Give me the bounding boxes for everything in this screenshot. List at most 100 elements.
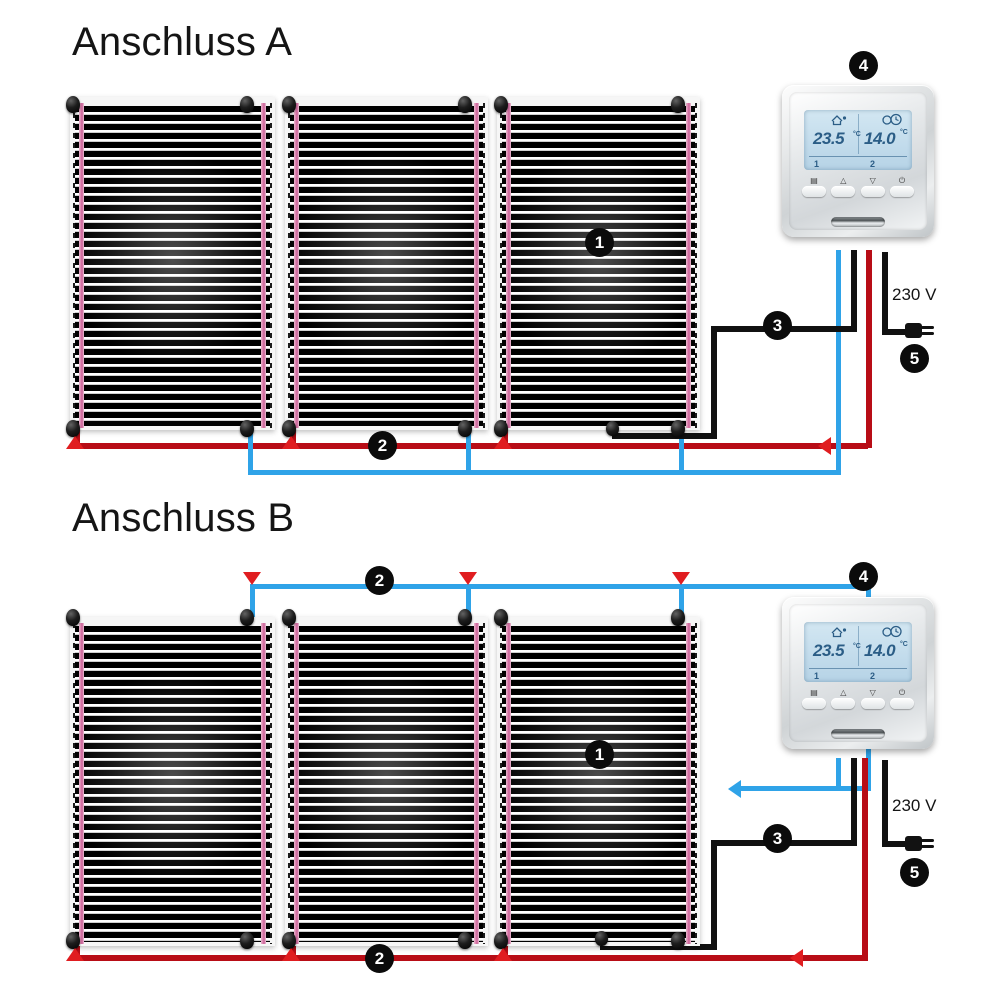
thermostat-b-btn-down-wrap: ▽ bbox=[860, 688, 885, 711]
section-b-blue-from-thermostat bbox=[836, 758, 841, 790]
thermostat-b[interactable]: 23.5 °C 14.0 °C 1 2 ▤ △ ▽ bbox=[782, 597, 934, 749]
thermostat-a-btn-up-wrap: △ bbox=[831, 176, 856, 199]
card-slot-b[interactable] bbox=[831, 729, 885, 739]
lcd-set-unit-a: °C bbox=[900, 129, 908, 136]
thermostat-b-btn-down[interactable] bbox=[860, 698, 885, 709]
clock-program-icon-a bbox=[882, 113, 904, 131]
mat-connector-b-1-tl[interactable] bbox=[66, 609, 80, 626]
mat-connector-a-3-bl[interactable] bbox=[494, 420, 508, 437]
mat-busbar-left-b-3 bbox=[506, 623, 511, 944]
mat-connector-b-3-bl[interactable] bbox=[494, 932, 508, 949]
heating-mat-b-1[interactable] bbox=[70, 617, 275, 946]
section-a-sensor-horizontal-in-mat bbox=[612, 433, 717, 439]
thermostat-b-btn-power-wrap: ⏻ bbox=[889, 688, 914, 711]
lcd-underline-b bbox=[809, 668, 907, 669]
mat-film-a-3 bbox=[502, 106, 695, 426]
mat-busbar-right-a-1 bbox=[261, 103, 266, 428]
mat-connector-b-1-br[interactable] bbox=[240, 932, 254, 949]
mat-connector-b-3-br[interactable] bbox=[671, 932, 685, 949]
heating-mat-a-3[interactable] bbox=[497, 97, 700, 430]
heating-mat-b-2[interactable] bbox=[285, 617, 488, 946]
mat-film-a-1 bbox=[75, 106, 270, 426]
mat-connector-a-2-tr[interactable] bbox=[458, 96, 472, 113]
badge-thermostat-b: 4 bbox=[849, 562, 878, 591]
section-a-mains-vertical bbox=[882, 252, 888, 334]
section-b-mains-horizontal bbox=[882, 841, 910, 847]
menu-book-icon-a: ▤ bbox=[810, 176, 818, 185]
mat-film-b-1 bbox=[75, 626, 270, 942]
mat-connector-b-1-bl[interactable] bbox=[66, 932, 80, 949]
mat-cutline-right-a-1 bbox=[270, 103, 272, 428]
section-b-sensor-to-thermostat bbox=[851, 758, 857, 844]
thermostat-b-btn-power[interactable] bbox=[889, 698, 914, 709]
card-slot-a[interactable] bbox=[831, 217, 885, 227]
mat-connector-b-2-bl[interactable] bbox=[282, 932, 296, 949]
mat-connector-a-3-tr[interactable] bbox=[671, 96, 685, 113]
lcd-right-footer-a: 2 bbox=[870, 159, 876, 169]
thermostat-b-btn-up[interactable] bbox=[831, 698, 856, 709]
section-a-red-riser bbox=[866, 250, 872, 448]
floor-sensor-head-b bbox=[595, 931, 608, 946]
mat-cutline-right-b-3 bbox=[695, 623, 697, 944]
arrow-down-icon-b: ▽ bbox=[869, 688, 876, 697]
arrow-up-icon-a: △ bbox=[840, 176, 847, 185]
section-b-blue-stub-2 bbox=[466, 584, 471, 617]
section-b-mains-vertical bbox=[882, 760, 888, 845]
mains-plug-b bbox=[905, 831, 941, 862]
menu-book-icon-b: ▤ bbox=[810, 688, 818, 697]
house-heat-icon-a bbox=[830, 113, 848, 131]
thermostat-a-btn-power[interactable] bbox=[889, 186, 914, 197]
section-a-sensor-riser bbox=[711, 326, 717, 439]
mat-connector-b-3-tl[interactable] bbox=[494, 609, 508, 626]
mat-connector-a-1-tr[interactable] bbox=[240, 96, 254, 113]
lcd-underline-a bbox=[809, 156, 907, 157]
heating-mat-a-1[interactable] bbox=[70, 97, 275, 430]
section-b-blue-wire-horizontal bbox=[250, 584, 870, 589]
lcd-right-footer-b: 2 bbox=[870, 671, 876, 681]
mat-connector-b-2-br[interactable] bbox=[458, 932, 472, 949]
section-b-red-arrow-3 bbox=[494, 948, 512, 961]
mat-cutline-left-b-3 bbox=[500, 623, 502, 944]
mat-connector-a-3-br[interactable] bbox=[671, 420, 685, 437]
lcd-room-unit-a: °C bbox=[853, 131, 861, 138]
thermostat-a-btn-menu[interactable] bbox=[802, 186, 826, 197]
thermostat-a[interactable]: 23.5 °C 14.0 °C 1 2 ▤ △ ▽ bbox=[782, 85, 934, 237]
mat-connector-a-1-bl[interactable] bbox=[66, 420, 80, 437]
thermostat-a-buttons: ▤ △ ▽ ⏻ bbox=[802, 176, 914, 199]
voltage-label-a: 230 V bbox=[892, 285, 937, 304]
mat-connector-b-3-tr[interactable] bbox=[671, 609, 685, 626]
thermostat-a-btn-down[interactable] bbox=[860, 186, 885, 197]
lcd-set-temp-a: 14.0 bbox=[864, 129, 896, 148]
thermostat-b-btn-menu[interactable] bbox=[802, 698, 826, 709]
mat-busbar-right-a-2 bbox=[474, 103, 479, 428]
lcd-divider-a bbox=[858, 114, 859, 154]
arrow-up-icon-b: △ bbox=[840, 688, 847, 697]
mat-connector-b-2-tr[interactable] bbox=[458, 609, 472, 626]
section-b-red-arrow-1 bbox=[66, 948, 84, 961]
power-icon-a: ⏻ bbox=[898, 176, 906, 185]
mat-connector-b-1-tr[interactable] bbox=[240, 609, 254, 626]
mat-busbar-right-a-3 bbox=[686, 103, 691, 428]
mat-connector-b-2-tl[interactable] bbox=[282, 609, 296, 626]
thermostat-a-btn-up[interactable] bbox=[831, 186, 856, 197]
heating-mat-a-2[interactable] bbox=[285, 97, 488, 430]
heating-mat-b-3[interactable] bbox=[497, 617, 700, 946]
lcd-left-footer-b: 1 bbox=[814, 671, 820, 681]
badge-plug-a: 5 bbox=[900, 344, 929, 373]
mat-connector-a-2-tl[interactable] bbox=[282, 96, 296, 113]
mat-connector-a-1-br[interactable] bbox=[240, 420, 254, 437]
section-b-title: Anschluss B bbox=[72, 496, 295, 540]
section-a-red-arrow-1 bbox=[66, 436, 84, 449]
section-a-blue-stub-1 bbox=[248, 430, 253, 475]
mat-busbar-right-b-3 bbox=[686, 623, 691, 944]
mat-connector-a-3-tl[interactable] bbox=[494, 96, 508, 113]
section-b-red-wire-horizontal bbox=[72, 955, 868, 961]
thermostat-b-btn-up-wrap: △ bbox=[831, 688, 856, 711]
mat-connector-a-1-tl[interactable] bbox=[66, 96, 80, 113]
thermostat-b-btn-menu-wrap: ▤ bbox=[802, 688, 826, 711]
mat-connector-a-2-bl[interactable] bbox=[282, 420, 296, 437]
thermostat-a-lcd: 23.5 °C 14.0 °C 1 2 bbox=[804, 110, 912, 170]
mat-connector-a-2-br[interactable] bbox=[458, 420, 472, 437]
mat-busbar-left-a-3 bbox=[506, 103, 511, 428]
thermostat-b-lcd: 23.5 °C 14.0 °C 1 2 bbox=[804, 622, 912, 682]
